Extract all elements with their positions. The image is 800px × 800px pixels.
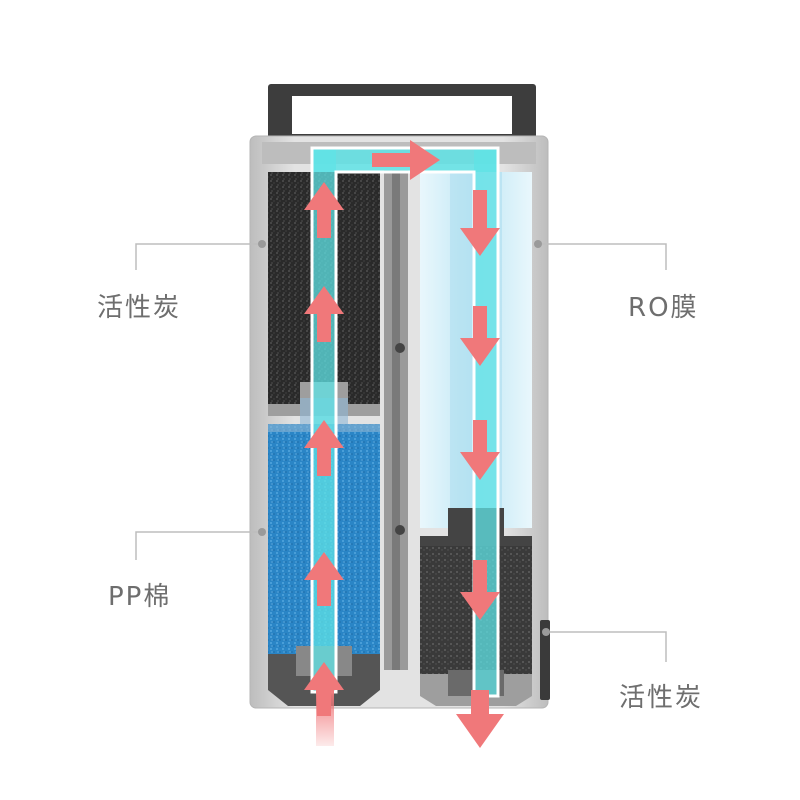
label-ro-membrane: RO膜 — [628, 287, 699, 324]
label-activated-carbon-right: 活性炭 — [619, 677, 703, 714]
top-handle — [268, 84, 536, 140]
label-activated-carbon-left: 活性炭 — [97, 287, 181, 324]
label-pp-cotton: PP棉 — [108, 576, 171, 613]
